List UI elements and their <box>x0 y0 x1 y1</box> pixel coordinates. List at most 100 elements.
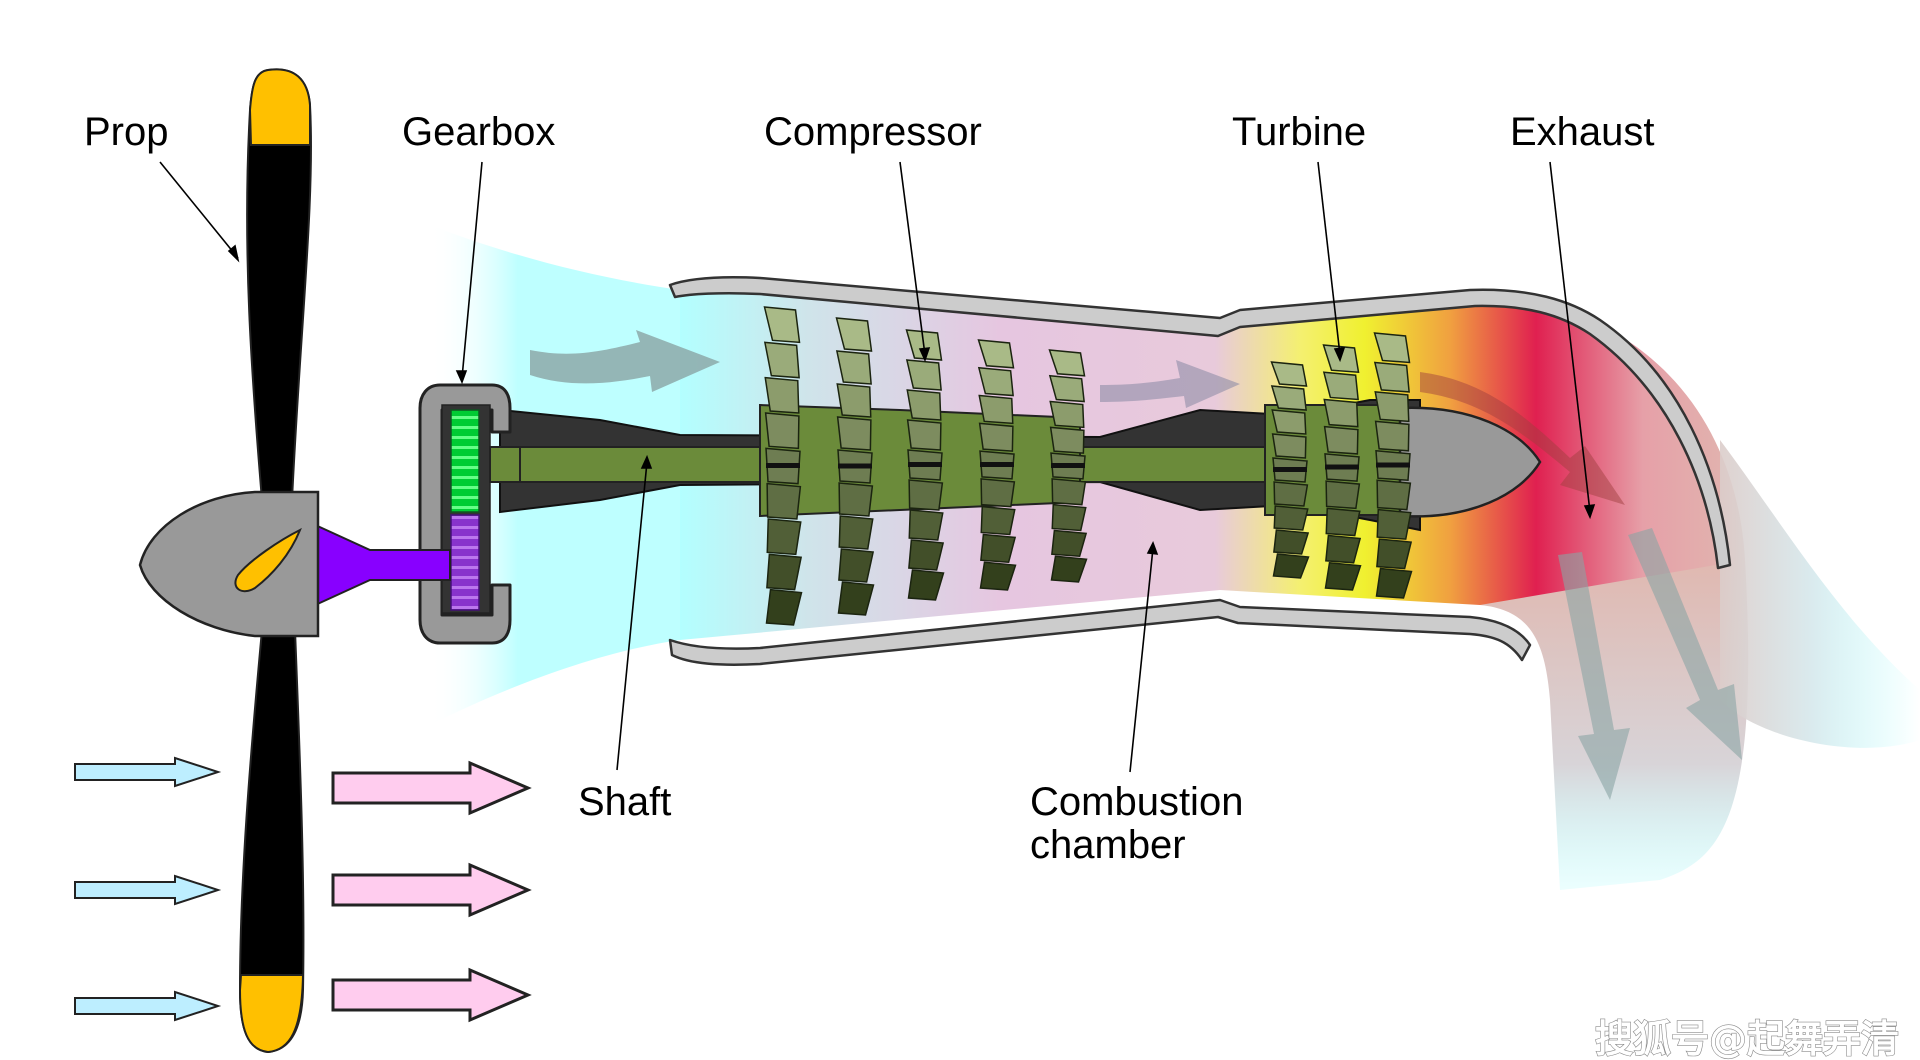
exhaust-leader-arrowhead <box>1583 504 1596 520</box>
turbine-blade-segment <box>1270 385 1307 411</box>
compressor-leader-line <box>899 161 926 356</box>
turbine-blade-row <box>1373 332 1413 599</box>
compressor-blade-segment <box>838 515 874 550</box>
turbine-blade-row <box>1270 361 1310 579</box>
compressor-blade-segment <box>765 588 803 626</box>
turbine-blade-segment <box>1375 567 1413 599</box>
compressor-blade-segment <box>977 339 1015 369</box>
turbine-blade-hub-band <box>1325 464 1359 470</box>
intake-flow-arrow <box>530 330 720 392</box>
casing-top <box>668 276 1732 570</box>
turbine-blade-segment <box>1272 553 1310 579</box>
compressor-blade-row <box>1048 349 1088 583</box>
exhaust-leader-line <box>1549 161 1591 513</box>
compressor-blade-segment <box>905 359 942 391</box>
label-combustion-line2: chamber <box>1030 823 1186 867</box>
compressor-blade-segment <box>1048 349 1086 377</box>
compressor-flow-arrow <box>1100 360 1240 408</box>
turbine-blade-segment <box>1376 508 1412 540</box>
prop-tip-lower <box>238 974 305 1054</box>
turbine-blade-segment <box>1322 371 1359 401</box>
engine-casing <box>668 276 1732 666</box>
gearbox-leader-arrowhead <box>455 370 468 385</box>
exhaust-down-arrow-2 <box>1628 528 1742 760</box>
turbine-blade-segment <box>1373 361 1410 393</box>
turbine-blade-segment <box>1273 481 1309 507</box>
incoming-air-arrow <box>74 874 222 906</box>
exhaust-down-arrow-1 <box>1558 552 1630 800</box>
turbine-blade-row <box>1322 344 1362 591</box>
prop-tip-upper <box>248 68 311 146</box>
incoming-air-arrows <box>74 756 222 1022</box>
compressor-blade-segment <box>906 389 942 421</box>
compressor-blade-row <box>977 339 1017 591</box>
compressor-blade-row <box>905 329 945 601</box>
gearbox <box>418 383 521 645</box>
thrust-arrow <box>331 760 532 816</box>
compressor-blade-segment <box>977 366 1014 397</box>
turbine-blade-segment <box>1271 409 1307 435</box>
turbine-blade-segment <box>1324 561 1362 591</box>
turbine-blade-segment <box>1325 507 1361 537</box>
casing-bottom <box>668 598 1532 666</box>
prop-blade-root <box>234 527 302 593</box>
compressor-blade-segment <box>836 416 872 451</box>
compressor-blade-segment <box>763 341 800 379</box>
compressor-blade-hub-band <box>980 462 1014 467</box>
turbine-blade-segment <box>1325 534 1362 564</box>
compressor-blade-segment <box>1048 374 1085 403</box>
compressor-blade-hub-band <box>908 462 942 467</box>
shaft-leader-line <box>616 461 648 771</box>
label-shaft: Shaft <box>578 780 671 824</box>
compressor-blade-segment <box>980 505 1016 536</box>
turbine-leader-arrowhead <box>1333 347 1346 363</box>
compressor-blade-row <box>835 317 875 616</box>
compressor-blade-segment <box>835 317 873 352</box>
turbine-blade-segment <box>1270 361 1308 387</box>
compressor-blade-segment <box>978 394 1014 425</box>
compressor-blade-segment <box>1049 426 1085 454</box>
thrust-arrows <box>331 760 532 1023</box>
turbine-blade-hub-band <box>1273 467 1307 472</box>
exhaust-curve-arrow <box>1420 372 1625 505</box>
air-arrows <box>74 756 532 1023</box>
compressor-blade-segment <box>907 569 945 601</box>
thrust-arrow <box>331 862 532 918</box>
turbine-blade-segment <box>1376 479 1412 511</box>
turbine-blade-segment <box>1323 398 1359 428</box>
compressor-blade-segment <box>763 306 801 344</box>
compressor-blade-segment <box>766 553 803 591</box>
compressor-blade-segment <box>837 581 875 616</box>
turbine-blade-segment <box>1271 433 1307 459</box>
compressor-blade-segment <box>908 479 944 511</box>
compressor-blade-segment <box>908 509 944 541</box>
compressor-blade-hub-band <box>838 463 872 469</box>
turbine-blade-segment <box>1374 420 1410 452</box>
compressor-blade-segment <box>838 548 875 583</box>
propeller <box>138 68 451 1054</box>
turbine-blade-hub-band <box>1376 462 1410 468</box>
labels: Prop Gearbox Compressor Turbine Exhaust … <box>84 110 1900 1060</box>
compressor-blade-segment <box>978 422 1014 452</box>
compressor-blade-segment <box>764 412 800 450</box>
turbine-blade-segment <box>1374 391 1410 423</box>
compressor-blade-hub-band <box>766 463 800 468</box>
compressor-blade-segment <box>1050 555 1088 583</box>
incoming-air-arrow <box>74 990 222 1022</box>
compressor-blade-segment <box>766 482 802 520</box>
compressor-blade-segment <box>1051 478 1087 506</box>
shaft-leader-arrowhead <box>640 454 653 469</box>
combustion-leader-line <box>1129 547 1154 773</box>
compressor-blade-segment <box>1049 400 1085 429</box>
gearbox-shaft-stub <box>489 446 521 483</box>
blade-rows <box>763 306 1413 626</box>
compressor-blade-segment <box>835 350 872 385</box>
label-gearbox: Gearbox <box>402 110 555 154</box>
gearbox-housing <box>418 383 512 645</box>
exhaust-cone <box>1398 406 1542 518</box>
label-exhaust: Exhaust <box>1510 110 1655 154</box>
leader-lines <box>159 161 1596 773</box>
compressor-blade-segment <box>908 539 945 571</box>
prop-leader-arrowhead <box>227 244 240 263</box>
